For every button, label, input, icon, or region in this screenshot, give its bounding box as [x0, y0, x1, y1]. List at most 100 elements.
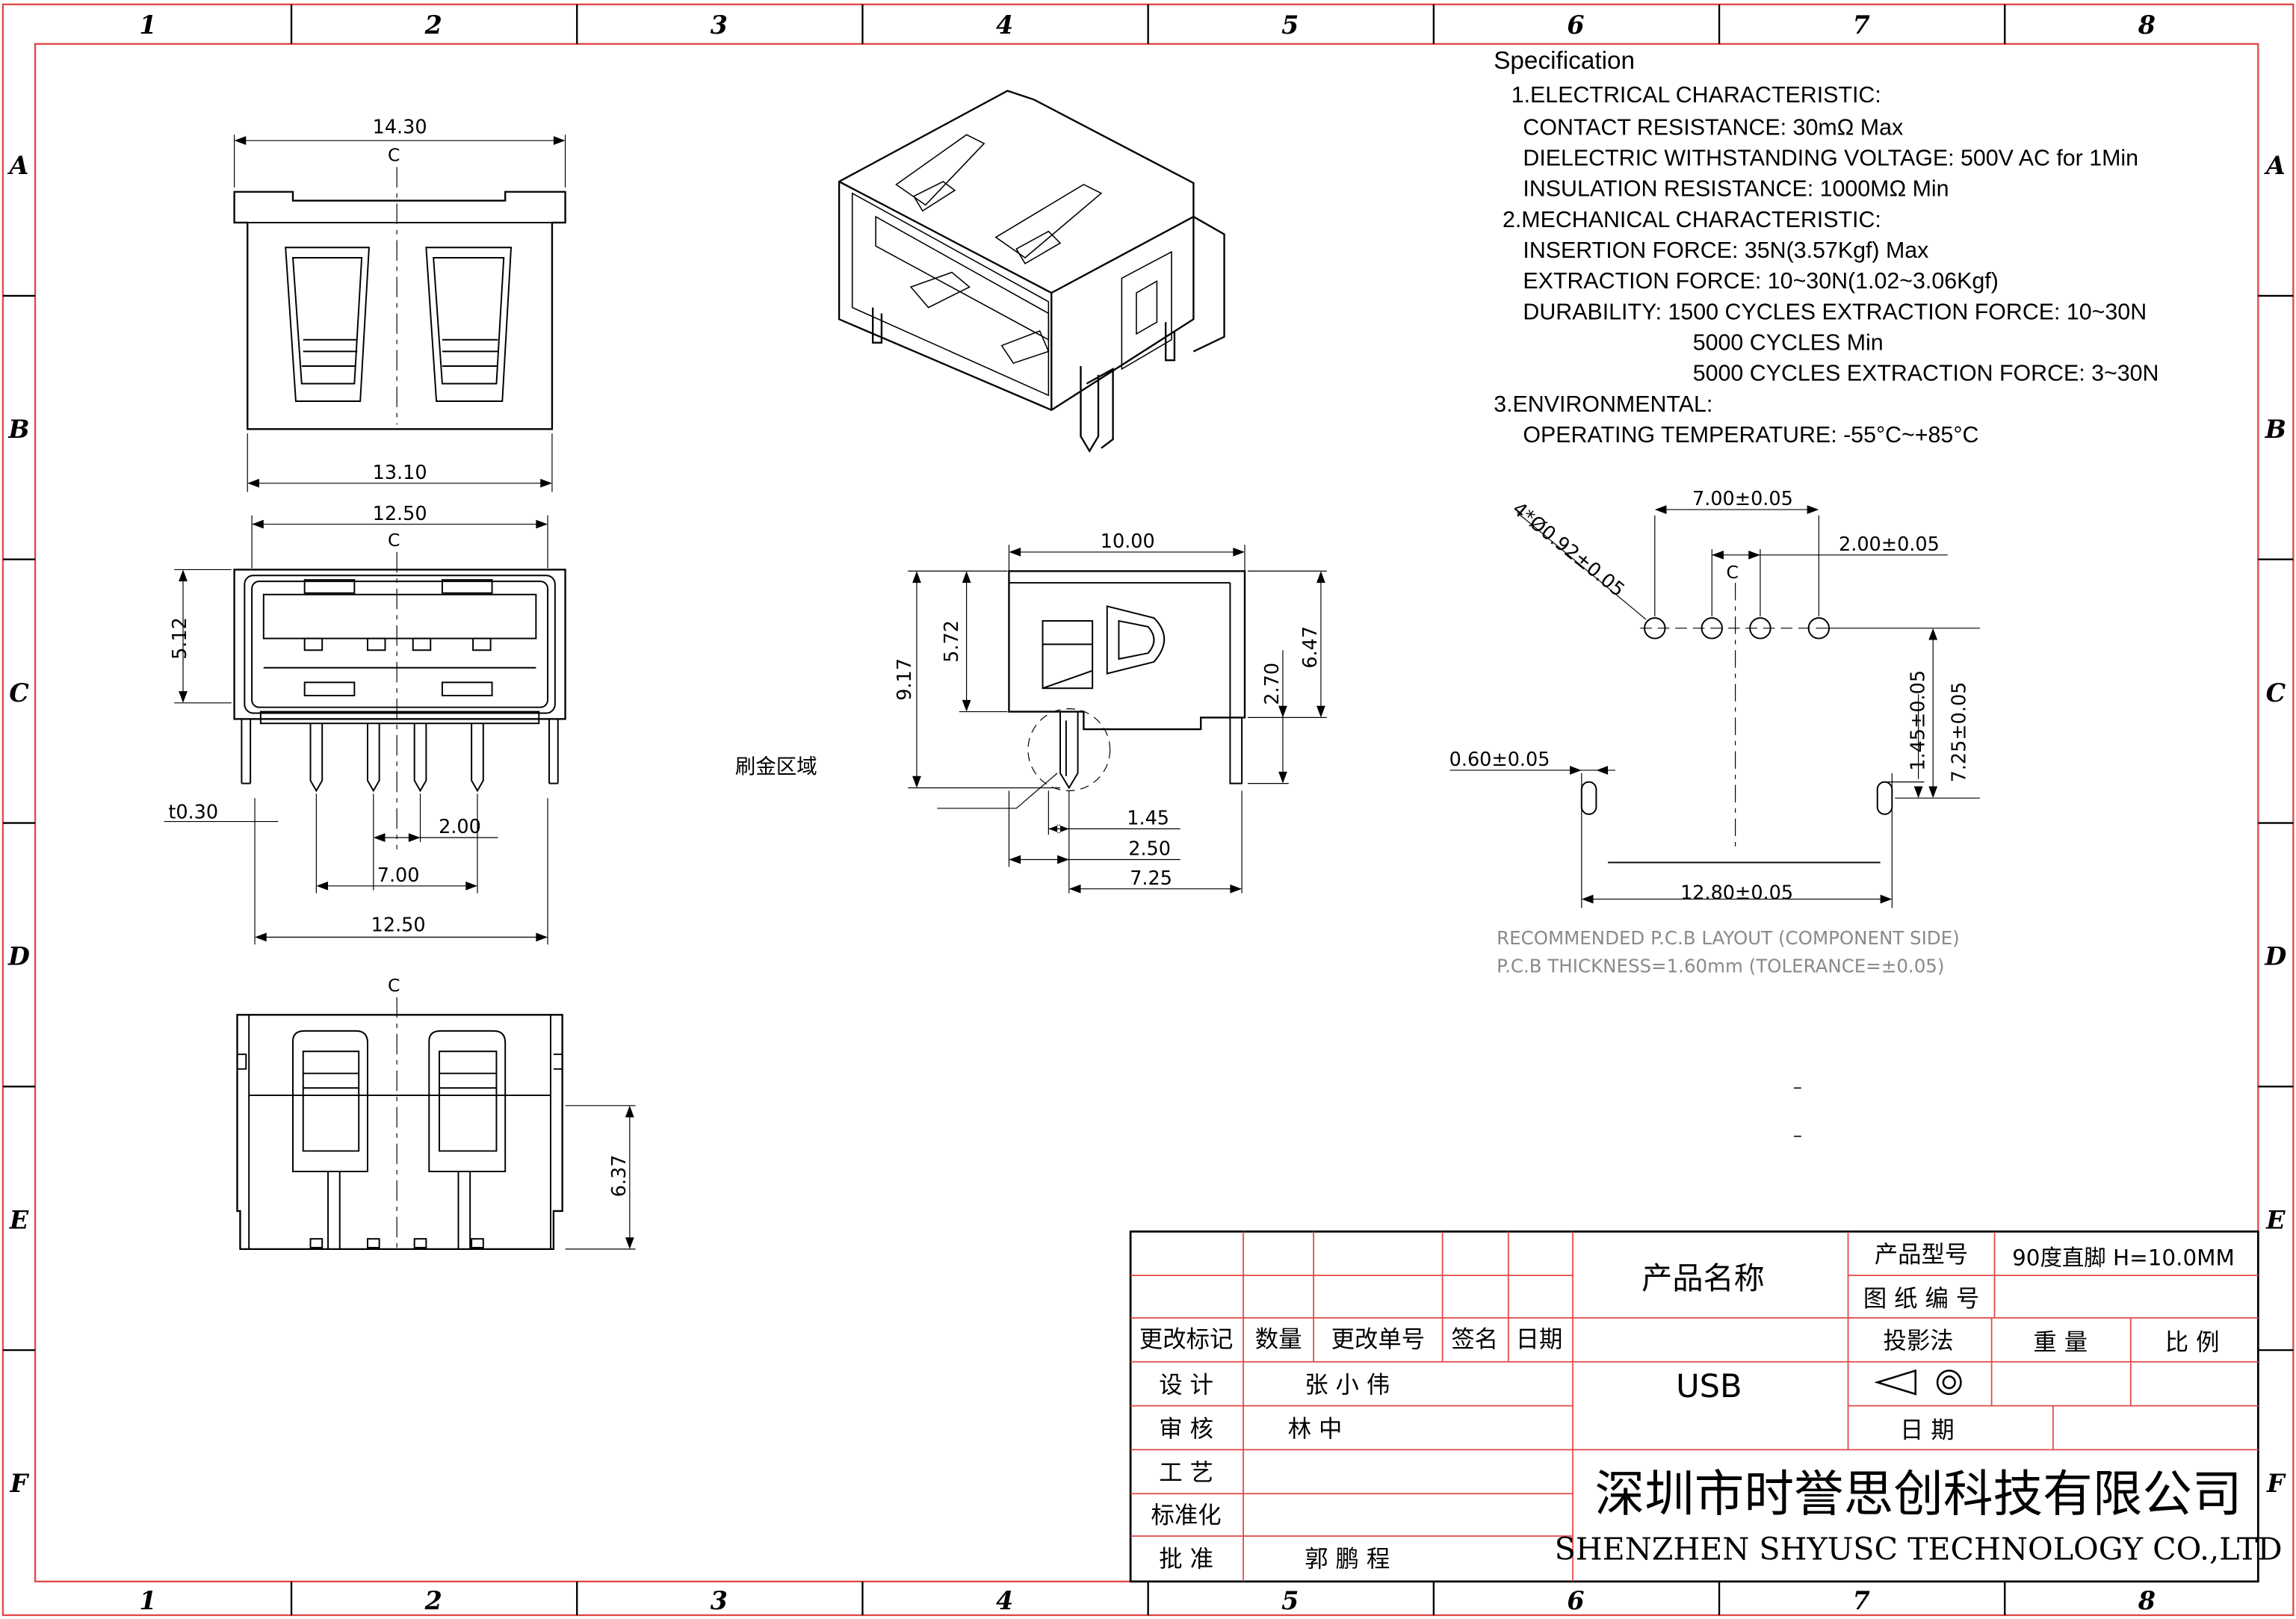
isometric-view: [838, 90, 1225, 453]
pcb-dim-2-00: 2.00±0.05: [1839, 533, 1940, 556]
zone-col-2: 2: [424, 10, 442, 40]
zone-col-7-bottom: 7: [1853, 1586, 1870, 1615]
zone-col-3-bottom: 3: [711, 1586, 728, 1615]
zone-row-b-right: B: [2265, 415, 2286, 444]
dim-front-span-7-00: 7.00: [377, 864, 420, 887]
pcb-dim-0-60: 0.60±0.05: [1449, 749, 1550, 771]
front-centerline-mark: C: [388, 530, 400, 551]
zone-col-1: 1: [139, 10, 156, 40]
pcb-dim-7-25: 7.25±0.05: [1948, 682, 1970, 783]
spec-line-8: DURABILITY: 1500 CYCLES EXTRACTION FORCE…: [1523, 299, 2147, 324]
pcb-dim-7-00: 7.00±0.05: [1692, 488, 1793, 510]
model-value: 90度直脚 H=10.0MM: [2012, 1245, 2235, 1270]
bottom-view: C 6.37: [236, 975, 636, 1252]
zone-row-c: C: [9, 678, 29, 708]
zone-row-e: E: [9, 1205, 29, 1234]
gold-plated-area-label: 刷金区域: [735, 755, 817, 778]
spec-heading: Specification: [1494, 47, 1635, 75]
dim-side-depth-10-00: 10.00: [1101, 530, 1155, 553]
zone-col-8: 8: [2138, 10, 2156, 40]
reviewer-name: 林 中: [1288, 1416, 1343, 1443]
zone-col-2-bottom: 2: [424, 1586, 442, 1615]
spec-line-12: OPERATING TEMPERATURE: -55°C~+85°C: [1523, 422, 1978, 448]
scale-label: 比 例: [2165, 1329, 2220, 1356]
rev-header-signature: 签名: [1451, 1326, 1498, 1353]
specification-block: Specification 1.ELECTRICAL CHARACTERISTI…: [1494, 47, 2159, 448]
zone-row-f-right: F: [2266, 1469, 2286, 1498]
zone-col-6: 6: [1567, 10, 1584, 40]
product-name-label: 产品名称: [1641, 1260, 1765, 1296]
pcb-layout: 7.00±0.05 2.00±0.05 C 4*Ø0.92±0.05 0.60±…: [1449, 488, 1980, 1137]
zone-col-1-bottom: 1: [139, 1586, 156, 1615]
dim-side-height-2-70: 2.70: [1261, 663, 1284, 705]
zone-row-a-right: A: [2264, 151, 2286, 180]
spec-line-4: INSULATION RESISTANCE: 1000MΩ Min: [1523, 176, 1949, 202]
zone-col-7: 7: [1853, 10, 1870, 40]
side-view: 10.00 刷金区域 9.17 5.72: [735, 530, 1327, 894]
dim-front-width-12-50: 12.50: [373, 503, 427, 525]
zone-col-4: 4: [996, 10, 1013, 40]
approver-name: 郭 鹏 程: [1305, 1546, 1390, 1573]
top-view: 14.30 C 13.10: [233, 116, 566, 492]
design-label: 设 计: [1159, 1372, 1213, 1399]
company-name-en: SHENZHEN SHYUSC TECHNOLOGY CO.,LTD: [1555, 1531, 2283, 1567]
zone-row-e-right: E: [2265, 1205, 2286, 1234]
pcb-hole-spec: 4*Ø0.92±0.05: [1508, 498, 1629, 601]
spec-line-2: CONTACT RESISTANCE: 30mΩ Max: [1523, 114, 1903, 140]
dim-top-width-13-10: 13.10: [373, 462, 427, 484]
zone-row-b: B: [7, 415, 29, 444]
dim-side-2-50: 2.50: [1128, 838, 1171, 861]
review-label: 审 核: [1159, 1416, 1213, 1443]
standardization-label: 标准化: [1151, 1502, 1222, 1529]
rev-header-change-no: 更改单号: [1331, 1326, 1425, 1353]
dim-side-1-45: 1.45: [1127, 807, 1169, 829]
title-block: 更改标记 数量 更改单号 签名 日期 设 计 张 小 伟 审 核 林 中 工 艺…: [1129, 1230, 2283, 1583]
model-label: 产品型号: [1875, 1242, 1968, 1269]
weight-label: 重 量: [2033, 1329, 2088, 1356]
craft-label: 工 艺: [1159, 1460, 1213, 1487]
spec-line-7: EXTRACTION FORCE: 10~30N(1.02~3.06Kgf): [1523, 268, 1998, 294]
pcb-dim-1-45: 1.45±0.05: [1907, 670, 1929, 771]
pcb-caption-2: P.C.B THICKNESS=1.60mm (TOLERANCE=±0.05): [1497, 955, 1944, 976]
drawing-no-label: 图 纸 编 号: [1863, 1285, 1979, 1312]
dim-front-width-bottom-12-50: 12.50: [371, 914, 426, 937]
pcb-centerline-mark: C: [1726, 562, 1738, 583]
spec-line-3: DIELECTRIC WITHSTANDING VOLTAGE: 500V AC…: [1523, 145, 2138, 170]
dim-top-width-14-30: 14.30: [373, 116, 427, 138]
zone-row-c-right: C: [2266, 678, 2286, 708]
sheet-border: 1 2 3 4 5 6 7 8 1 2 3 4 5 6 7 8 A B C D: [1, 3, 2295, 1617]
dim-bottom-height-6-37: 6.37: [608, 1155, 631, 1198]
zone-col-3: 3: [711, 10, 728, 40]
dim-side-height-5-72: 5.72: [941, 620, 963, 663]
spec-line-10: 5000 CYCLES EXTRACTION FORCE: 3~30N: [1693, 361, 2159, 386]
date-label: 日 期: [1900, 1417, 1955, 1444]
first-angle-projection-icon: [1874, 1369, 1962, 1396]
zone-row-d: D: [7, 942, 30, 971]
pcb-dim-12-80: 12.80±0.05: [1680, 882, 1793, 904]
spec-line-5: 2.MECHANICAL CHARACTERISTIC:: [1503, 207, 1881, 232]
zone-col-8-bottom: 8: [2138, 1586, 2156, 1615]
spec-line-6: INSERTION FORCE: 35N(3.57Kgf) Max: [1523, 238, 1928, 263]
product-name-value: USB: [1676, 1368, 1742, 1405]
zone-col-5: 5: [1281, 10, 1299, 40]
rev-header-mark: 更改标记: [1139, 1326, 1233, 1353]
dim-front-thickness: t0.30: [168, 802, 218, 824]
zone-col-5-bottom: 5: [1281, 1586, 1299, 1615]
pcb-caption-1: RECOMMENDED P.C.B LAYOUT (COMPONENT SIDE…: [1497, 927, 1960, 949]
dim-side-7-25: 7.25: [1130, 867, 1172, 890]
zone-row-a: A: [7, 151, 29, 180]
projection-label: 投影法: [1884, 1328, 1954, 1355]
zone-col-6-bottom: 6: [1567, 1586, 1584, 1615]
spec-line-9: 5000 CYCLES Min: [1693, 329, 1884, 355]
spec-line-11: 3.ENVIRONMENTAL:: [1494, 391, 1712, 417]
top-centerline-mark: C: [388, 145, 400, 166]
front-view: 12.50 C 5.12 t: [164, 503, 566, 945]
company-name-cn: 深圳市时誉思创科技有限公司: [1595, 1465, 2242, 1523]
rev-header-qty: 数量: [1255, 1326, 1302, 1353]
bottom-centerline-mark: C: [388, 975, 400, 996]
rev-header-date: 日期: [1516, 1326, 1563, 1353]
dim-front-height-5-12: 5.12: [169, 617, 191, 660]
zone-col-4-bottom: 4: [996, 1586, 1013, 1615]
zone-row-f: F: [10, 1469, 30, 1498]
